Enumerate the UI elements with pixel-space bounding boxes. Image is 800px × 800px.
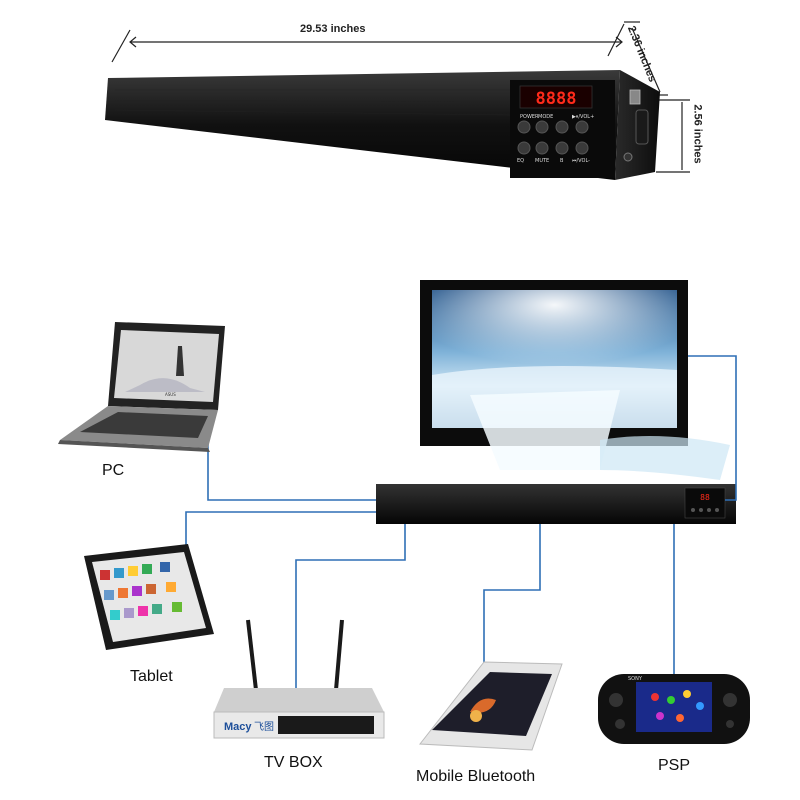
mobile-phone-icon — [419, 661, 563, 751]
eq-label: EQ — [517, 158, 524, 164]
vol-down-button[interactable] — [575, 141, 589, 155]
line-pc — [207, 430, 376, 501]
usb-port — [629, 89, 641, 105]
sd-card-slot — [635, 109, 649, 145]
button-r1c3[interactable] — [555, 120, 569, 134]
pc-label: PC — [102, 462, 125, 479]
length-dimension-line — [111, 23, 625, 63]
power-label: POWER — [520, 114, 539, 120]
soundbar-hub: 88 — [376, 484, 736, 524]
b-label: B — [560, 158, 564, 164]
psp-brand: SONY — [628, 676, 643, 682]
tv-monitor — [420, 280, 730, 480]
vol-up-button[interactable] — [575, 120, 589, 134]
line-mobile — [483, 524, 541, 674]
line-tv-box — [295, 524, 406, 688]
height-label: 2.56 inches — [691, 104, 704, 164]
psp-icon: SONY — [598, 674, 750, 744]
led-readout: 8888 — [536, 89, 577, 109]
mute-label: MUTE — [535, 158, 549, 164]
svg-text:88: 88 — [700, 493, 710, 502]
eq-button[interactable] — [517, 141, 531, 155]
tv-box-icon: Macy 飞图 — [213, 619, 385, 739]
play-vol-up-label: ▶⏸/VOL+ — [572, 114, 594, 120]
height-dimension-line — [656, 99, 690, 173]
mute-button[interactable] — [535, 141, 549, 155]
connection-lines — [185, 355, 737, 688]
connection-diagram: 88 ASUS — [58, 280, 750, 751]
mode-label: MODE — [538, 114, 553, 120]
b-button[interactable] — [555, 141, 569, 155]
mobile-bluetooth-label: Mobile Bluetooth — [416, 768, 536, 785]
power-button[interactable] — [517, 120, 531, 134]
length-label: 29.53 inches — [300, 23, 366, 35]
mode-button[interactable] — [535, 120, 549, 134]
line-tv — [688, 355, 737, 501]
tv-box-label: TV BOX — [264, 754, 323, 771]
aux-port — [623, 152, 633, 162]
laptop-icon: ASUS — [58, 322, 225, 452]
psp-label: PSP — [658, 757, 691, 774]
laptop-brand: ASUS — [165, 392, 176, 397]
soundbar: 8888 POWER MODE ▶⏸/VOL+ EQ MUTE B ⏮/VOL- — [105, 70, 660, 180]
line-tablet — [185, 511, 376, 556]
tablet-label: Tablet — [130, 668, 173, 685]
tv-box-brand: Macy — [224, 721, 252, 733]
tv-box-brand-cjk: 飞图 — [254, 721, 274, 733]
tablet-icon — [84, 544, 214, 650]
prev-vol-down-label: ⏮/VOL- — [572, 158, 590, 164]
control-buttons: POWER MODE ▶⏸/VOL+ EQ MUTE B ⏮/VOL- — [517, 114, 594, 164]
soundbar-dimension-diagram: 8888 POWER MODE ▶⏸/VOL+ EQ MUTE B ⏮/VOL- — [105, 21, 690, 180]
led-display — [519, 85, 593, 109]
